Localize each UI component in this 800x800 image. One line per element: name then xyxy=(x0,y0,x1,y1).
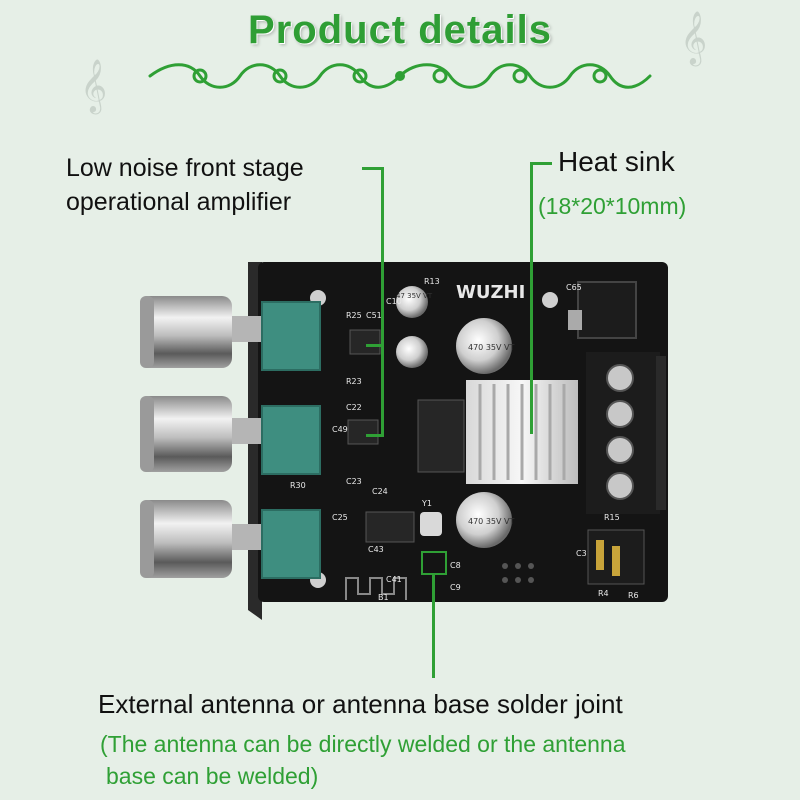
heatsink-label: Heat sink xyxy=(558,146,675,177)
silk-label: R4 xyxy=(598,589,609,598)
silk-label: C10 xyxy=(386,297,402,306)
silk-label: R23 xyxy=(346,377,362,386)
page-title: Product details xyxy=(248,8,552,52)
silk-label: R13 xyxy=(424,277,440,286)
silk-label: R15 xyxy=(604,513,620,522)
cap-label: 47 35V VT xyxy=(396,292,433,300)
cap-label: 470 35V VT xyxy=(468,343,514,352)
silk-label: C9 xyxy=(450,583,461,592)
antenna-note-line1: (The antenna can be directly welded or t… xyxy=(100,731,626,757)
heatsink-size-label: (18*20*10mm) xyxy=(538,193,687,219)
silk-label: R6 xyxy=(628,591,639,600)
silk-label: R25 xyxy=(346,311,362,320)
volume-knob xyxy=(140,296,262,368)
silk-label: C43 xyxy=(368,545,384,554)
silk-label: C41 xyxy=(386,575,402,584)
music-note-decoration: 𝄞 xyxy=(680,10,708,64)
board-brand-label: WUZHI xyxy=(456,282,525,303)
heat-sink xyxy=(466,380,578,484)
silk-label: C65 xyxy=(566,283,582,292)
amplifier-label-line1: Low noise front stage xyxy=(66,154,304,182)
antenna-label: External antenna or antenna base solder … xyxy=(98,689,623,719)
amplifier-label-line2: operational amplifier xyxy=(66,188,292,216)
silk-label: B1 xyxy=(378,593,389,602)
silk-label: R30 xyxy=(290,481,306,490)
silk-label: C22 xyxy=(346,403,362,412)
silk-label: C24 xyxy=(372,487,388,496)
speaker-terminal-block xyxy=(586,352,666,514)
ornament-divider xyxy=(148,63,652,89)
silk-label: Y1 xyxy=(421,499,432,508)
silk-label: C3 xyxy=(576,549,587,558)
treble-knob xyxy=(140,396,262,472)
silk-label: C8 xyxy=(450,561,461,570)
antenna-note-line2: base can be welded) xyxy=(106,763,319,789)
music-note-decoration: 𝄞 xyxy=(80,58,108,112)
bass-knob xyxy=(140,500,262,578)
silk-label: C49 xyxy=(332,425,348,434)
silk-label: C23 xyxy=(346,477,362,486)
silk-label: C25 xyxy=(332,513,348,522)
silk-label: C51 xyxy=(366,311,382,320)
cap-label: 470 35V VT xyxy=(468,517,514,526)
